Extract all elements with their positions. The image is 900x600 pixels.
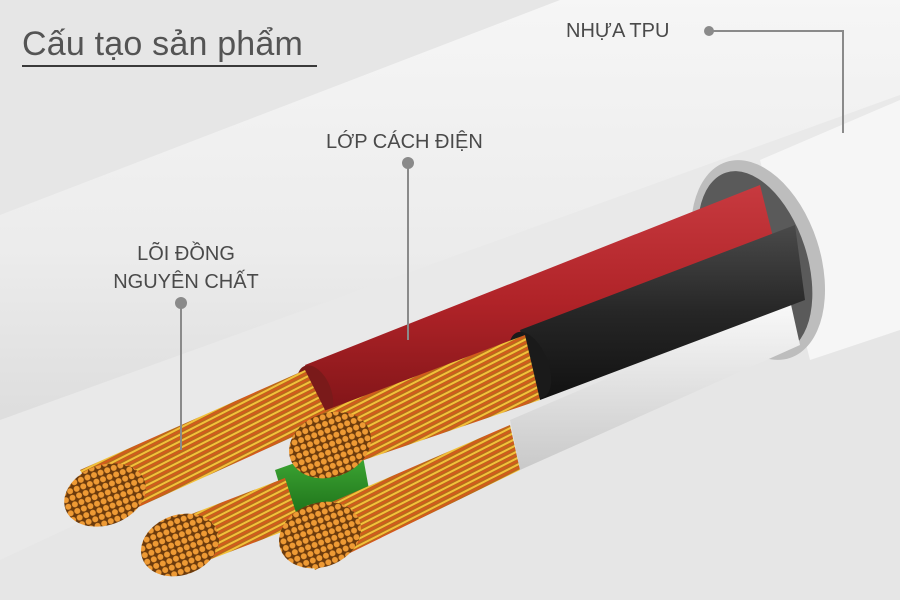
callout-insulation <box>402 157 414 340</box>
callout-copper-core <box>175 297 187 450</box>
label-copper-core-line2: NGUYÊN CHẤT <box>113 271 259 293</box>
white-insulated-wire <box>510 300 800 470</box>
title-underline <box>22 65 317 67</box>
callout-tpu <box>704 26 844 133</box>
label-copper-core: LÕI ĐỒNG NGUYÊN CHẤT <box>100 240 272 296</box>
label-insulation-layer: LỚP CÁCH ĐIỆN <box>326 131 483 153</box>
page-title: Cấu tạo sản phẩm <box>22 25 304 63</box>
label-copper-core-line1: LÕI ĐỒNG <box>137 243 235 265</box>
label-tpu-jacket: NHỰA TPU <box>566 20 670 42</box>
copper-strands <box>64 335 540 577</box>
